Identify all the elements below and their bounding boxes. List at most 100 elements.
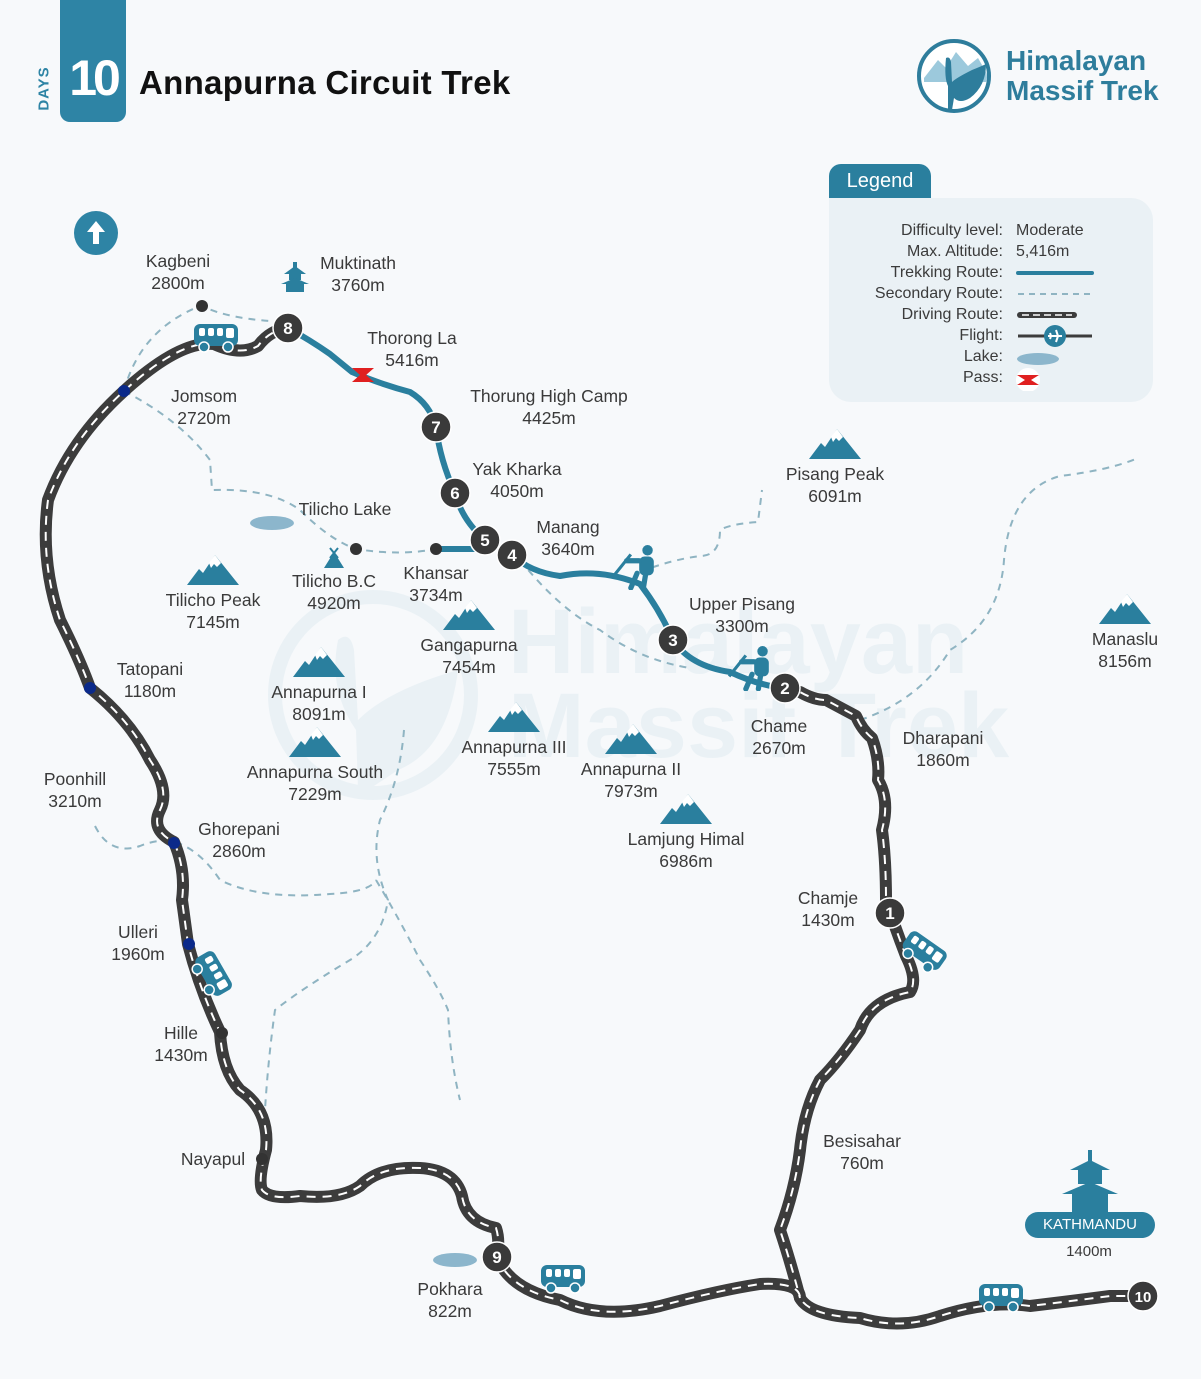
day-stop-marker: 9 [481,1241,513,1273]
svg-text:10: 10 [1135,1289,1152,1306]
place-name: Kagbeni [145,251,211,271]
place-altitude: 1960m [111,944,165,964]
trekking-route-swatch-icon [1016,271,1094,275]
place-name: Annapurna III [461,737,567,757]
kathmandu-temple-icon [1062,1150,1118,1212]
place-altitude: 1860m [916,750,970,770]
place-altitude: 7454m [442,657,496,677]
tent-icon [324,552,344,568]
place-altitude: 3640m [541,539,595,559]
legend-title: Legend [829,164,931,198]
place-altitude: 6986m [659,851,713,871]
place-altitude: 7973m [604,781,658,801]
place-name: Gangapurna [420,635,518,655]
day-stop-marker: 5 [469,524,501,556]
place-name: Lamjung Himal [627,829,745,849]
legend-row-secondary: Secondary Route: [829,283,1153,304]
days-badge: 10 [60,0,126,122]
svg-text:8: 8 [283,319,292,338]
secondary-routes [94,305,1139,1111]
place-name: Tatopani [116,659,184,679]
day-stop-marker: 7 [420,411,452,443]
place-name: Chamje [797,888,859,908]
place-altitude: 822m [428,1301,472,1321]
day-stop-marker: 3 [657,624,689,656]
place-label: Tilicho Lake [299,498,392,520]
place-name: Jomsom [170,386,238,406]
waypoint-dots [84,300,442,1165]
svg-text:6: 6 [450,484,459,503]
place-altitude: 3760m [331,275,385,295]
place-altitude: 7145m [186,612,240,632]
place-altitude: 4425m [522,408,576,428]
mountain-peak-icon [809,429,861,459]
svg-text:3: 3 [668,631,677,650]
brand-name: Himalayan Massif Trek [1006,46,1159,106]
place-altitude: 1430m [801,910,855,930]
phewa-lake-icon [433,1253,477,1267]
hiker-icon [614,545,654,588]
svg-text:1: 1 [885,904,894,923]
place-altitude: 3300m [715,616,769,636]
place-altitude: 5416m [385,350,439,370]
day-stop-marker: 10 [1127,1280,1159,1312]
tilicho-lake-icon [250,516,294,530]
legend-row-lake: Lake: [829,346,1153,367]
svg-text:4: 4 [507,546,517,565]
day-stop-marker: 2 [769,672,801,704]
place-altitude: 2800m [151,273,205,293]
svg-text:7: 7 [431,418,440,437]
place-altitude: 2720m [177,408,231,428]
place-name: Pokhara [417,1279,483,1299]
place-altitude: 3734m [409,585,463,605]
kathmandu-badge: KATHMANDU [1025,1212,1155,1238]
legend-row-altitude: Max. Altitude: 5,416m [906,243,1070,260]
day-stop-markers: 1 2 3 45 6 7 8 9 10 [272,312,1159,1312]
place-altitude: 8091m [292,704,346,724]
place-name: Ghorepani [198,819,280,839]
place-name: Besisahar [823,1131,901,1151]
bus-icon [540,1264,586,1294]
place-name: Tilicho Lake [298,499,392,519]
place-name: Annapurna II [580,759,682,779]
page-title: Annapurna Circuit Trek [139,64,511,101]
place-name: Upper Pisang [688,594,796,614]
legend-panel: Legend Difficulty level: Moderate Max. A… [829,164,1153,402]
day-stop-marker: 4 [496,539,528,571]
legend-row-difficulty: Difficulty level: Moderate [901,222,1084,239]
svg-text:5: 5 [480,531,489,550]
legend-row-pass: Pass: [829,367,1153,391]
thorong-la-pass-icon [352,368,374,382]
driving-route-swatch-icon [1017,312,1077,318]
place-name: Nayapul [180,1149,246,1169]
place-altitude: 7229m [288,784,342,804]
mountain-peak-icon [488,702,540,732]
place-name: Ulleri [118,922,158,942]
place-name: Thorong La [367,328,457,348]
place-name: Tilicho Peak [165,590,261,610]
place-name: Dharapani [902,728,984,748]
mountain-peak-icon [293,647,345,677]
svg-text:2: 2 [780,679,789,698]
north-arrow-icon [74,211,118,255]
muktinath-temple-icon [281,262,309,292]
